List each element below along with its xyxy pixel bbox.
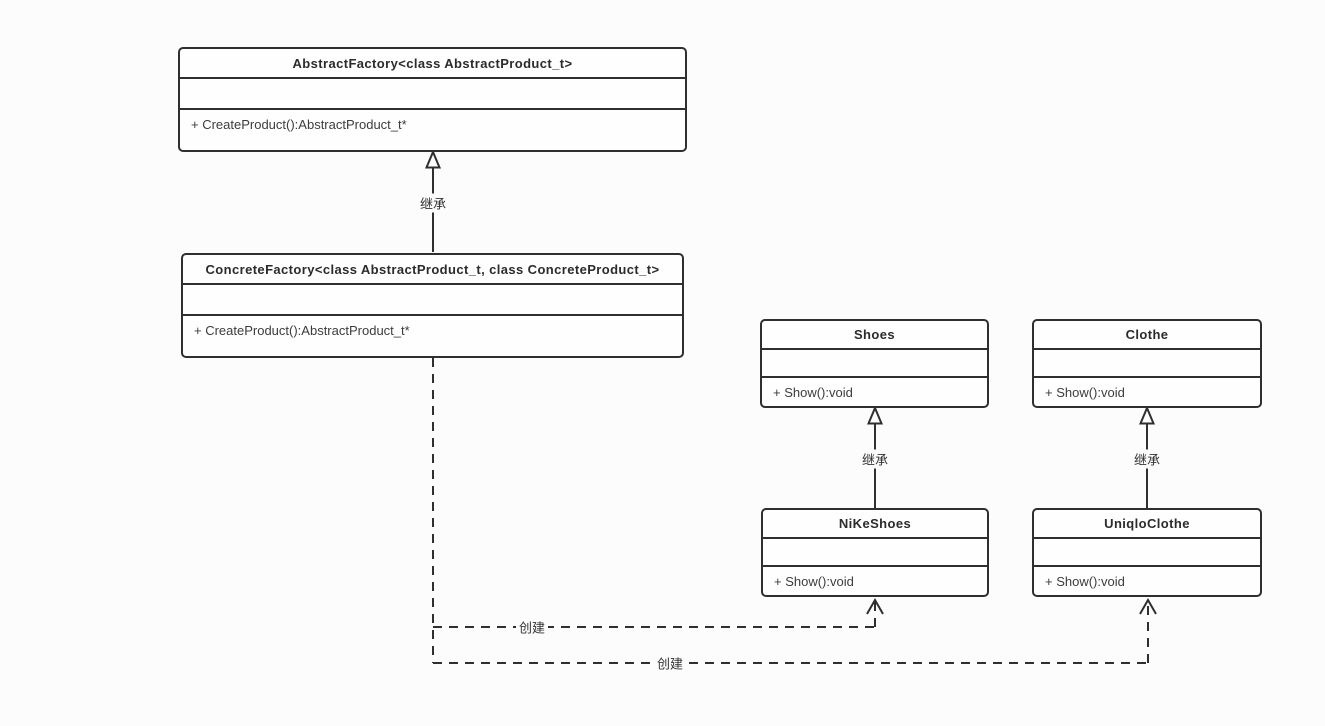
class-method: + Show():void	[774, 573, 854, 589]
class-name: NiKeShoes	[763, 510, 987, 539]
class-box-nike-shoes: NiKeShoes + Show():void	[761, 508, 989, 597]
inheritance-edge-label: 继承	[1130, 449, 1164, 469]
class-box-uniqlo-clothe: UniqloClothe + Show():void	[1032, 508, 1262, 597]
class-name: Clothe	[1034, 321, 1260, 350]
class-method: + Show():void	[1045, 573, 1125, 589]
inheritance-arrowhead-icon	[424, 149, 442, 169]
create-arrowhead-icon	[1139, 597, 1157, 615]
inheritance-arrowhead-icon	[1138, 405, 1156, 425]
class-method: + CreateProduct():AbstractProduct_t*	[194, 323, 410, 338]
inheritance-edge-label: 继承	[858, 449, 892, 469]
create-edge-label: 创建	[653, 653, 687, 673]
class-method: + Show():void	[773, 384, 853, 400]
class-method: + CreateProduct():AbstractProduct_t*	[191, 117, 407, 132]
class-name: Shoes	[762, 321, 987, 350]
class-attributes-section	[183, 285, 682, 316]
class-attributes-section	[763, 539, 987, 567]
class-attributes-section	[1034, 539, 1260, 567]
class-method: + Show():void	[1045, 384, 1125, 400]
create-arrowhead-icon	[866, 597, 884, 615]
class-name: AbstractFactory<class AbstractProduct_t>	[180, 49, 685, 79]
class-attributes-section	[762, 350, 987, 378]
class-box-abstract-factory: AbstractFactory<class AbstractProduct_t>…	[178, 47, 687, 152]
class-box-clothe: Clothe + Show():void	[1032, 319, 1262, 408]
create-edge-label: 创建	[515, 617, 549, 637]
class-name: UniqloClothe	[1034, 510, 1260, 539]
class-attributes-section	[1034, 350, 1260, 378]
class-box-shoes: Shoes + Show():void	[760, 319, 989, 408]
inheritance-arrowhead-icon	[866, 405, 884, 425]
class-box-concrete-factory: ConcreteFactory<class AbstractProduct_t,…	[181, 253, 684, 358]
class-attributes-section	[180, 79, 685, 110]
class-name: ConcreteFactory<class AbstractProduct_t,…	[183, 255, 682, 285]
inheritance-edge-label: 继承	[416, 193, 450, 213]
